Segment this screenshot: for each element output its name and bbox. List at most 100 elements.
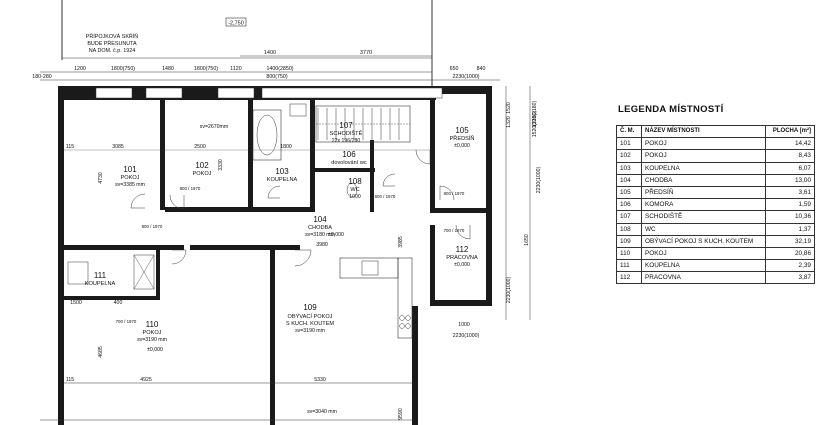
window <box>145 87 183 99</box>
room-note: sv=3190 mm <box>295 328 325 334</box>
room-note: ±0,000 <box>454 262 470 268</box>
bathtub <box>252 109 282 161</box>
wall <box>248 100 253 210</box>
kitchen-counter-side <box>397 257 413 339</box>
room-note: sv=3190 mm <box>137 337 167 343</box>
legend-header-number: Č. M. <box>616 124 642 139</box>
dim-label: 1000 <box>458 322 470 328</box>
wall <box>160 100 165 210</box>
room-name: POKOJ <box>193 171 212 177</box>
room-note: sv=3385 mm <box>115 182 145 188</box>
dim-label: 180-280 <box>32 74 51 80</box>
door-label: 800 / 1970 <box>444 191 465 196</box>
plan-note: sv=3040 mm <box>307 409 337 415</box>
room-name: PRACOVNA <box>446 255 478 261</box>
dim-label: 3980 <box>316 242 328 248</box>
room-number: 105 <box>455 126 469 135</box>
window <box>261 87 443 99</box>
dim-label: 115 <box>66 377 74 383</box>
room-number: 102 <box>195 161 209 170</box>
dim-label: 3770 <box>360 50 372 56</box>
legend-cell-num: 102 <box>616 149 642 163</box>
door-swing <box>382 173 396 187</box>
dim-label: 800(750) <box>266 74 287 80</box>
legend-cell-name: KOMORA <box>641 198 766 212</box>
room-name: WC <box>350 187 359 193</box>
sink-111 <box>67 261 89 285</box>
shower-x <box>133 254 155 290</box>
top-note-line: PŘÍPOJKOVÁ SKŘÍŇ <box>86 32 139 40</box>
dim-label: 1320 <box>506 116 512 128</box>
legend-cell-area: 8,43 <box>765 149 815 163</box>
door-swing <box>267 185 281 199</box>
wall <box>156 250 160 300</box>
legend-cell-num: 101 <box>616 137 642 151</box>
room-name: OBÝVACÍ POKOJ <box>288 313 333 320</box>
room-name: POKOJ <box>143 330 162 336</box>
dim-label: 1480 <box>162 66 174 72</box>
window <box>217 87 255 99</box>
door-label: 700 / 1970 <box>116 319 137 324</box>
dim-label: 2500 <box>194 144 206 150</box>
legend-cell-num: 108 <box>616 222 642 236</box>
dim-label: 3330 <box>218 159 224 171</box>
legend-cell-name: WC <box>641 222 766 236</box>
room-name: SCHODIŠTĚ <box>330 129 363 137</box>
room-note: 22x 196/280 <box>332 138 361 144</box>
wall <box>64 296 156 300</box>
dim-label: 3985 <box>398 236 404 248</box>
room-name: KOUPELNA <box>85 281 116 287</box>
plan-note: sv=2670mm <box>200 124 228 130</box>
legend-cell-num: 106 <box>616 198 642 212</box>
door-swing <box>294 249 312 267</box>
legend-cell-name: OBÝVACÍ POKOJ S KUCH. KOUTEM <box>641 234 766 248</box>
door-swing <box>130 193 146 209</box>
room-note: sv=3180 mm <box>305 232 335 238</box>
legend-header-area: PLOCHA [m²] <box>765 124 815 139</box>
legend-cell-name: PŘEDSÍŇ <box>641 185 766 200</box>
level-label: ±0,000 <box>328 232 344 238</box>
wall <box>436 86 492 94</box>
shower-111 <box>133 254 155 290</box>
legend-header-name: NÁZEV MÍSTNOSTI <box>641 124 766 139</box>
legend-cell-area: 20,86 <box>765 246 815 261</box>
hob-burner <box>399 315 405 321</box>
legend-cell-name: PRACOVNA <box>641 271 766 285</box>
dim-label: 1800(750) <box>194 66 218 72</box>
room-name: KOUPELNA <box>267 177 298 183</box>
legend-cell-area: 10,36 <box>765 210 815 224</box>
room-name: dovolování wc <box>331 160 367 166</box>
legend-cell-num: 103 <box>616 161 642 175</box>
level-label: ±0,000 <box>147 347 163 353</box>
wall <box>58 86 64 425</box>
legend-cell-num: 107 <box>616 210 642 224</box>
room-legend: LEGENDA MÍSTNOSTÍ Č. M. NÁZEV MÍSTNOSTI … <box>616 104 815 285</box>
wall <box>430 100 435 210</box>
wall <box>412 306 418 425</box>
plan-dimensions <box>40 55 531 421</box>
room-number: 107 <box>339 121 353 130</box>
dim-label: 5330 <box>314 377 326 383</box>
legend-cell-area: 1,59 <box>765 198 815 212</box>
kitchen-sink <box>361 260 379 276</box>
room-note: 1000 <box>349 194 361 200</box>
wall <box>370 140 374 212</box>
door-label: 700 / 1970 <box>444 228 465 233</box>
dim-label: 840 <box>477 66 486 72</box>
legend-cell-area: 13,00 <box>765 173 815 187</box>
plan-fixtures <box>67 103 471 339</box>
legend-cell-area: 14,42 <box>765 137 815 151</box>
room-number: 101 <box>123 165 137 174</box>
dim-label: 3085 <box>112 144 124 150</box>
room-name: POKOJ <box>121 175 140 181</box>
door-label: 800 / 1970 <box>180 186 201 191</box>
legend-cell-name: POKOJ <box>641 246 766 261</box>
dim-label: 2230(1000) <box>453 333 480 339</box>
